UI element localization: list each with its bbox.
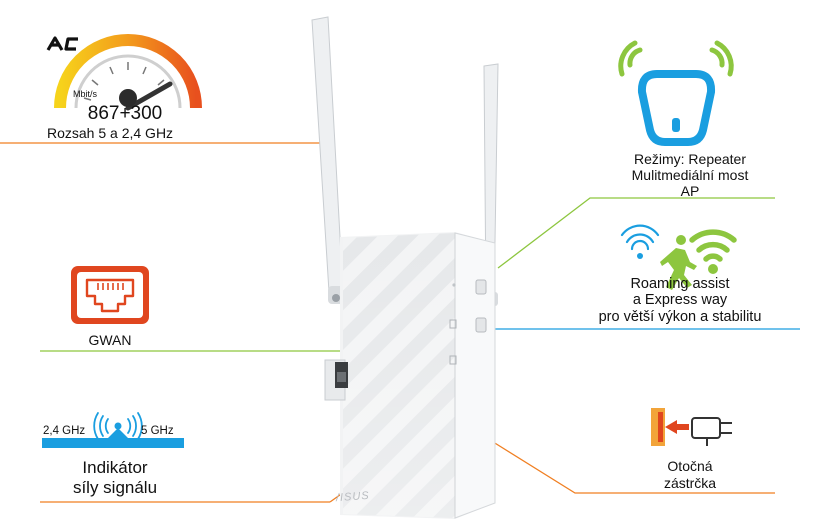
- roaming-label-line3: pro větší výkon a stabilitu: [598, 309, 762, 325]
- plug-leader-line: [489, 439, 775, 494]
- antenna-left: [311, 16, 344, 304]
- speed-value: 867+300: [87, 103, 163, 124]
- plug-label-line2: zástrčka: [663, 475, 717, 491]
- modes-label-line3: AP: [680, 183, 700, 199]
- speed-gauge-icon: [54, 34, 202, 111]
- gwan-label: GWAN: [88, 332, 132, 348]
- ac-badge-text: AC: [0, 0, 1, 1]
- signal-indicator-line2: síly signálu: [72, 478, 158, 497]
- band-24-label: 2,4 GHz: [43, 425, 86, 437]
- ethernet-port-icon: [71, 266, 149, 324]
- signal-indicator-line1: Indikátor: [82, 458, 148, 477]
- repeater-device: [324, 232, 496, 519]
- frequency-range-label: Rozsah 5 a 2,4 GHz: [47, 125, 174, 141]
- signal-strength-bar: [42, 412, 184, 448]
- modes-label-line2: Mulitmediální most: [631, 167, 749, 183]
- rotating-plug-icon: [651, 408, 732, 446]
- roaming-label-line1: Roaming assist: [630, 276, 730, 292]
- ac-badge-icon: [46, 36, 78, 51]
- gauge-unit-label: Mbit/s: [73, 89, 98, 99]
- roaming-label-line2: a Express way: [632, 292, 728, 308]
- device-brand-logo: /ISUS: [335, 489, 371, 505]
- repeater-modes-icon: [618, 40, 734, 146]
- modes-leader-line: [497, 197, 775, 269]
- roaming-assist-icon: [620, 224, 737, 290]
- plug-label-line1: Otočná: [667, 458, 713, 474]
- modes-label-line1: Režimy: Repeater: [633, 151, 747, 167]
- band-5-label: 5 GHz: [141, 425, 174, 437]
